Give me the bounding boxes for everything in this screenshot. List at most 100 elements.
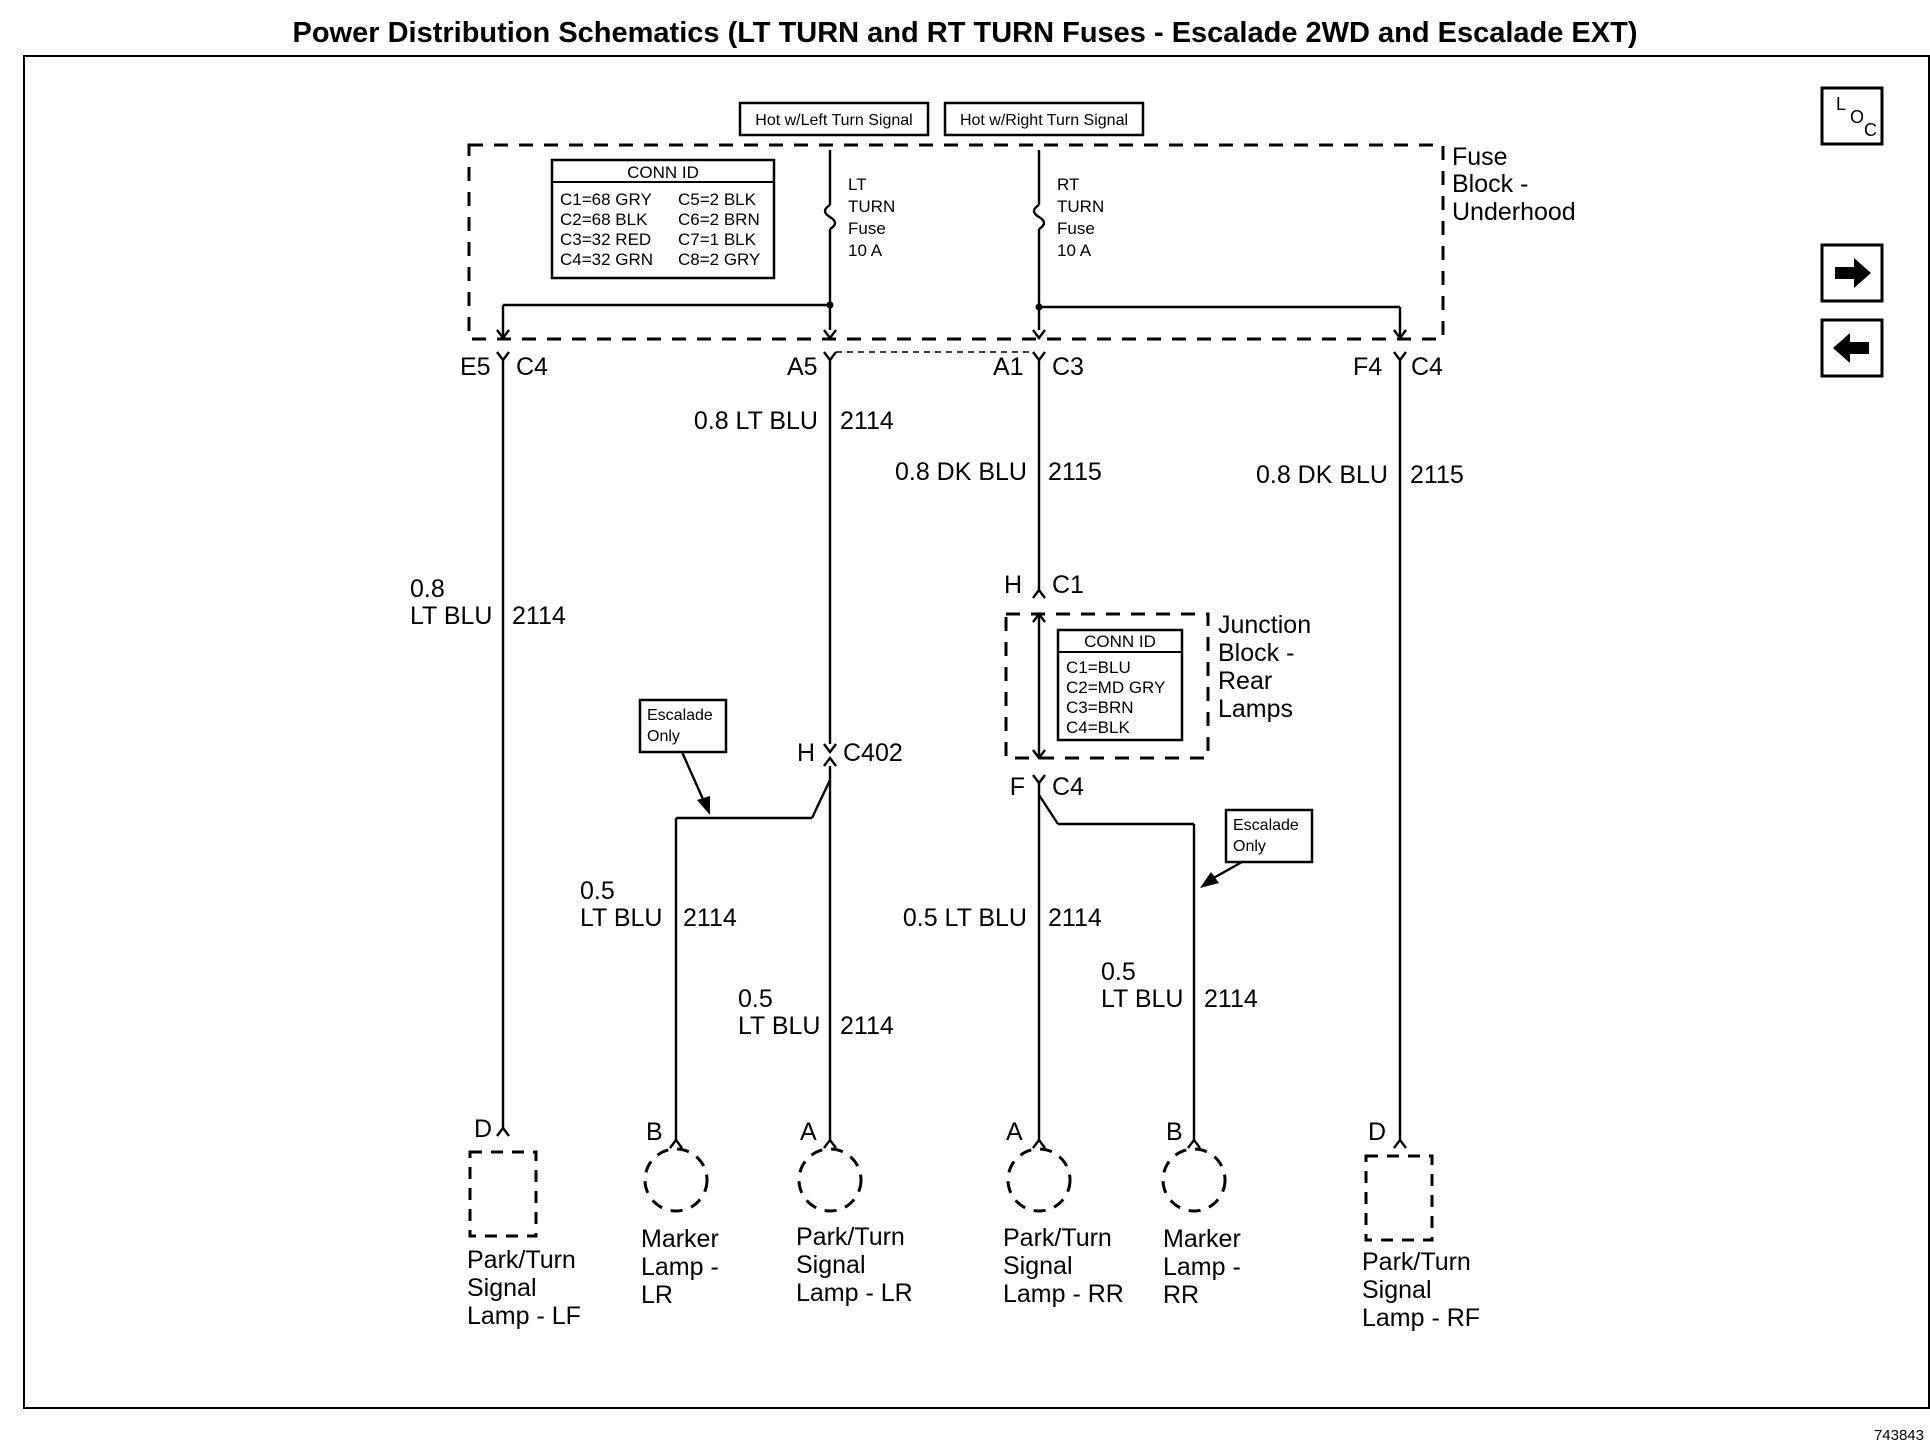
svg-text:Lamps: Lamps	[1218, 695, 1293, 723]
park-turn-lamp-lf: D Park/Turn Signal Lamp - LF	[467, 1115, 581, 1330]
connector-label: C3	[1052, 353, 1084, 381]
svg-text:C3=BRN: C3=BRN	[1066, 698, 1134, 717]
conn-id-row: C5=2 BLK	[678, 190, 757, 209]
svg-text:2115: 2115	[1410, 461, 1464, 489]
svg-text:LT BLU: LT BLU	[580, 904, 662, 932]
pin-label: E5	[460, 353, 491, 381]
svg-text:C2=MD GRY: C2=MD GRY	[1066, 678, 1165, 697]
fuse-block-boundary	[467, 143, 1445, 341]
svg-text:Signal: Signal	[1003, 1252, 1073, 1280]
svg-text:LT BLU: LT BLU	[410, 602, 492, 630]
connector-label: C4	[1052, 773, 1084, 801]
pin-label: H	[797, 739, 815, 767]
svg-text:Fuse: Fuse	[848, 219, 886, 238]
marker-lamp-rr: B Marker Lamp - RR	[1161, 1118, 1241, 1309]
hot-right-turn-label: Hot w/Right Turn Signal	[943, 101, 1145, 137]
next-page-button[interactable]	[1820, 243, 1884, 303]
svg-text:Rear: Rear	[1218, 667, 1272, 695]
page-title: Power Distribution Schematics (LT TURN a…	[292, 17, 1637, 49]
pin-label: D	[1368, 1118, 1386, 1146]
park-turn-lamp-rf: D Park/Turn Signal Lamp - RF	[1362, 1118, 1480, 1332]
svg-text:0.8 LT BLU: 0.8 LT BLU	[694, 407, 818, 435]
svg-text:Underhood: Underhood	[1452, 198, 1576, 226]
svg-text:Lamp - LF: Lamp - LF	[467, 1302, 581, 1330]
svg-text:LT BLU: LT BLU	[1101, 985, 1183, 1013]
svg-text:Lamp - LR: Lamp - LR	[796, 1279, 913, 1307]
connector-label: C402	[843, 739, 903, 767]
svg-text:C4=BLK: C4=BLK	[1066, 718, 1130, 737]
park-turn-lamp-rr: A Park/Turn Signal Lamp - RR	[1003, 1118, 1124, 1308]
svg-text:Park/Turn: Park/Turn	[1003, 1224, 1112, 1252]
svg-text:Park/Turn: Park/Turn	[1362, 1248, 1471, 1276]
svg-text:LT BLU: LT BLU	[738, 1012, 820, 1040]
fuse-block-bus	[496, 301, 1407, 340]
pin-label: B	[646, 1118, 663, 1146]
pin-label: B	[1166, 1118, 1183, 1146]
conn-id-row: C8=2 GRY	[678, 250, 760, 269]
svg-text:10 A: 10 A	[1057, 241, 1092, 260]
pin-label: A	[1006, 1118, 1023, 1146]
svg-text:10 A: 10 A	[848, 241, 883, 260]
junction-block-rear-lamps: CONN ID C1=BLU C2=MD GRY C3=BRN C4=BLK J…	[1004, 611, 1311, 760]
svg-text:LR: LR	[641, 1281, 673, 1309]
svg-text:TURN: TURN	[1057, 197, 1104, 216]
svg-text:2114: 2114	[840, 407, 894, 435]
svg-text:Lamp - RF: Lamp - RF	[1362, 1304, 1480, 1332]
svg-text:Hot w/Right Turn Signal: Hot w/Right Turn Signal	[960, 112, 1128, 129]
fuse-block-connector-pins: E5 C4 A5 A1 C3 F4 C4	[460, 351, 1443, 381]
svg-text:Signal: Signal	[467, 1274, 537, 1302]
svg-text:TURN: TURN	[848, 197, 895, 216]
conn-id-row: C2=68 BLK	[560, 210, 648, 229]
wire-rr-park-turn: 0.8 DK BLU 2115 H C1	[895, 360, 1102, 599]
previous-page-button[interactable]	[1820, 318, 1884, 378]
fuse-block-label: Fuse Block - Underhood	[1452, 143, 1576, 226]
svg-text:0.5: 0.5	[1101, 958, 1136, 986]
svg-text:Junction: Junction	[1218, 611, 1311, 639]
svg-text:Lamp -: Lamp -	[641, 1253, 719, 1281]
svg-text:Marker: Marker	[1163, 1225, 1241, 1253]
svg-text:Fuse: Fuse	[1452, 143, 1508, 171]
svg-text:Lamp -: Lamp -	[1163, 1253, 1241, 1281]
figure-number: 743843	[1874, 1427, 1924, 1444]
conn-id-row: C6=2 BRN	[678, 210, 760, 229]
svg-text:2115: 2115	[1048, 458, 1102, 486]
svg-text:0.5: 0.5	[580, 877, 615, 905]
svg-text:0.8 DK BLU: 0.8 DK BLU	[1256, 461, 1388, 489]
lt-turn-fuse: LT TURN Fuse 10 A	[823, 150, 895, 330]
svg-text:CONN ID: CONN ID	[1084, 632, 1156, 651]
svg-text:2114: 2114	[683, 904, 737, 932]
loc-c: C	[1864, 120, 1877, 140]
loc-l: L	[1836, 94, 1846, 114]
location-button[interactable]: L O C	[1820, 86, 1884, 146]
svg-text:0.8: 0.8	[410, 575, 445, 603]
arrow-left-icon	[1833, 333, 1869, 363]
marker-lamp-lr: B Marker Lamp - LR	[641, 1118, 719, 1309]
conn-id-row: C3=32 RED	[560, 230, 651, 249]
pin-label: H	[1004, 571, 1022, 599]
wire-lr-park-turn: 0.8 LT BLU 2114 H C402 0.5 LT BLU 2114 0…	[580, 360, 903, 1140]
wire-rr-branch: F C4 0.5 LT BLU 2114 0.5 LT BLU 2114	[903, 773, 1258, 1140]
svg-text:0.5: 0.5	[738, 985, 773, 1013]
fuse-block-conn-id-table: CONN ID C1=68 GRY C2=68 BLK C3=32 RED C4…	[550, 158, 776, 280]
svg-text:0.8 DK BLU: 0.8 DK BLU	[895, 458, 1027, 486]
svg-text:Signal: Signal	[796, 1251, 866, 1279]
wire-lf-park-turn: 0.8 LT BLU 2114	[410, 360, 566, 1128]
pin-label: A5	[787, 353, 818, 381]
park-turn-lamp-lr: A Park/Turn Signal Lamp - LR	[796, 1118, 913, 1307]
loc-o: O	[1850, 107, 1864, 127]
svg-text:Block -: Block -	[1452, 170, 1528, 198]
conn-id-row: C1=68 GRY	[560, 190, 652, 209]
svg-text:Only: Only	[647, 728, 680, 745]
conn-id-row: C7=1 BLK	[678, 230, 757, 249]
escalade-only-left-note: Escalade Only	[638, 698, 728, 815]
svg-text:Lamp - RR: Lamp - RR	[1003, 1280, 1124, 1308]
pin-label: F4	[1353, 353, 1382, 381]
svg-text:C1=BLU: C1=BLU	[1066, 658, 1131, 677]
svg-text:2114: 2114	[1048, 904, 1102, 932]
svg-text:Hot w/Left Turn Signal: Hot w/Left Turn Signal	[755, 112, 912, 129]
pin-label: F	[1010, 773, 1025, 801]
svg-text:Block -: Block -	[1218, 639, 1294, 667]
svg-text:Marker: Marker	[641, 1225, 719, 1253]
wire-rf-park-turn: 0.8 DK BLU 2115	[1256, 360, 1464, 1140]
